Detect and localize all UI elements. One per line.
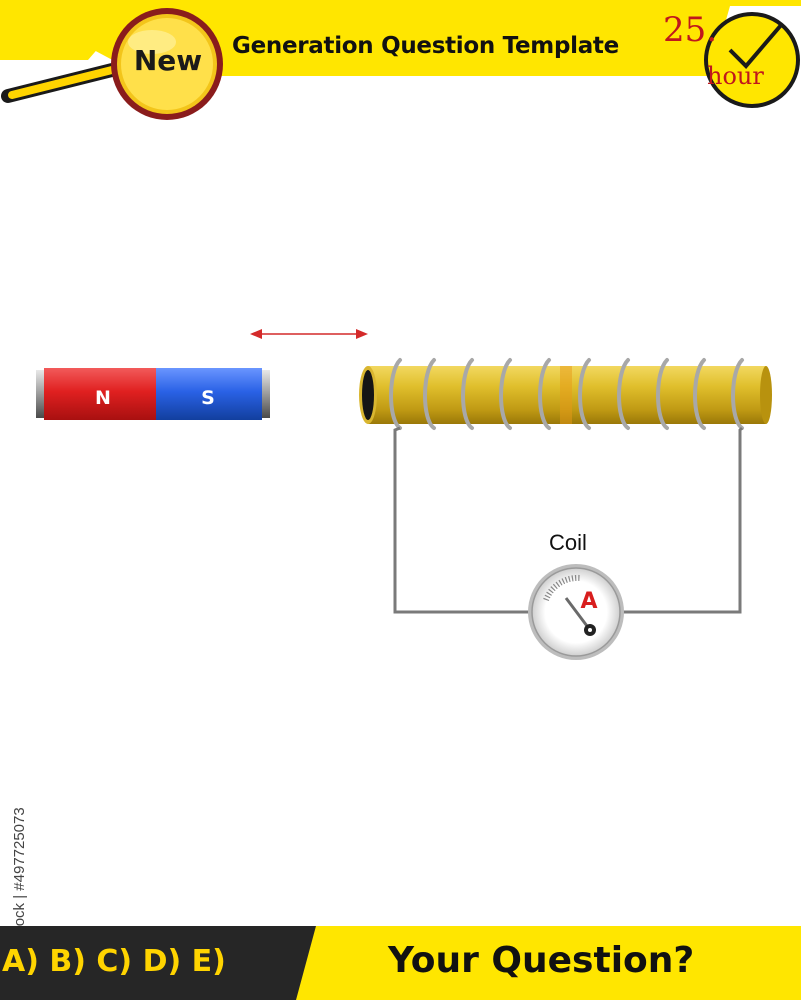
clock-unit: hour — [707, 62, 764, 90]
page-title: Generation Question Template — [232, 33, 619, 59]
answer-options: A) B) C) D) E) — [2, 944, 226, 979]
magnet-north-label: N — [95, 387, 111, 409]
magnifier-icon — [1, 8, 223, 120]
coil-tube — [359, 366, 772, 424]
magnet-south-label: S — [201, 387, 215, 409]
coil-label: Coil — [549, 530, 587, 555]
ammeter-symbol: A — [580, 589, 597, 614]
bar-magnet — [36, 368, 270, 420]
clock-number: 25. — [663, 10, 718, 50]
footer-band — [0, 926, 801, 1000]
clock-icon — [704, 12, 800, 108]
new-badge: New — [133, 44, 203, 77]
coil-windings — [389, 358, 744, 430]
question-placeholder: Your Question? — [388, 940, 695, 981]
ammeter — [528, 564, 624, 660]
motion-double-arrow — [250, 329, 368, 339]
circuit-wire — [393, 426, 744, 614]
